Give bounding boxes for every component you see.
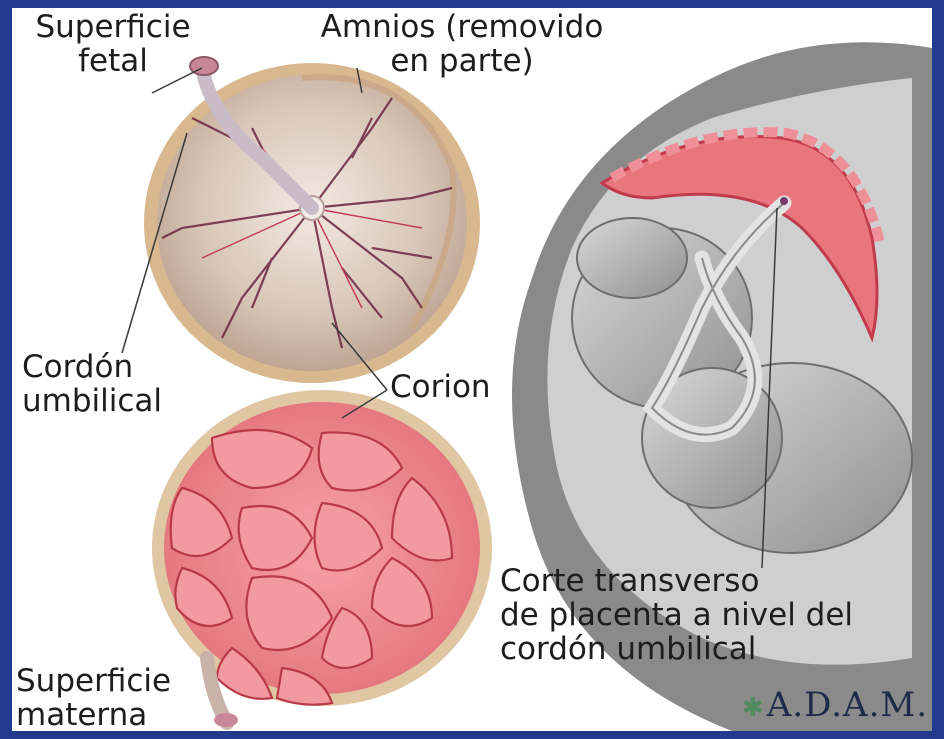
maternal-surface-disc bbox=[152, 390, 492, 727]
adam-logo-icon: ✱ bbox=[742, 693, 765, 723]
illustration-panel: Superficie fetal Amnios (removido en par… bbox=[12, 8, 932, 731]
chorion-label: Corion bbox=[390, 370, 491, 404]
umbilical-cord-label: Cordón umbilical bbox=[22, 350, 162, 418]
amnion-label: Amnios (removido en parte) bbox=[312, 10, 612, 78]
maternal-surface-label: Superficie materna bbox=[16, 664, 171, 731]
fetal-surface-disc bbox=[144, 57, 480, 383]
fetal-surface-label: Superficie fetal bbox=[18, 10, 208, 78]
adam-logo-text: A.D.A.M. bbox=[767, 685, 928, 725]
cross-section-label: Corte transverso de placenta a nivel del… bbox=[500, 564, 853, 666]
adam-logo: ✱A.D.A.M. bbox=[742, 685, 928, 725]
